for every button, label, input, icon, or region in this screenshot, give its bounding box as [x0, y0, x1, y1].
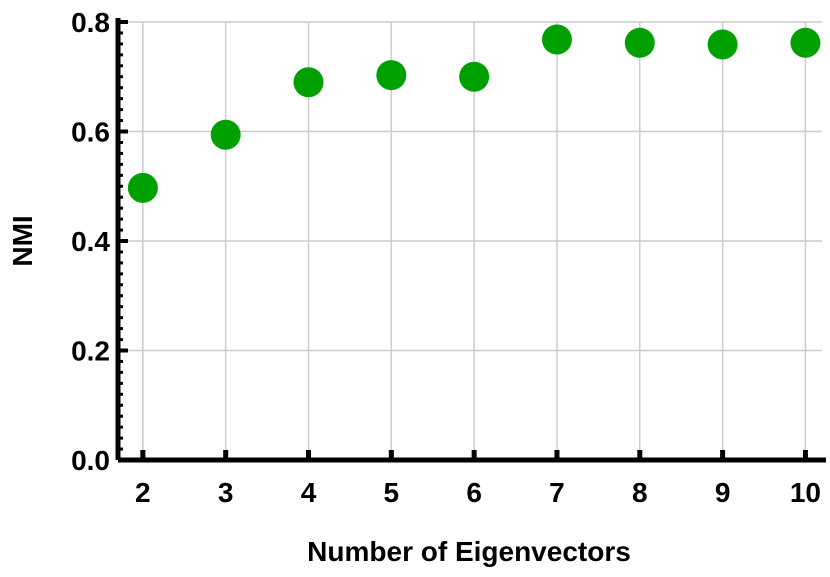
data-point [127, 172, 158, 203]
y-tick-label: 0.8 [71, 7, 110, 38]
y-tick-label: 0.0 [71, 445, 110, 476]
tick-labels: 2 3 4 5 6 7 8 9 10 0.0 0.2 0.4 0.6 0.8 [71, 7, 821, 508]
x-axis-title: Number of Eigenvectors [307, 536, 631, 567]
tick-marks [118, 20, 808, 462]
data-point [210, 119, 241, 150]
y-tick-label: 0.6 [71, 117, 110, 148]
data-point [707, 29, 738, 60]
data-point [293, 67, 324, 98]
x-tick-label: 10 [790, 477, 821, 508]
x-tick-label: 7 [549, 477, 565, 508]
data-point [459, 61, 490, 92]
y-tick-label: 0.4 [71, 226, 110, 257]
data-point [541, 24, 572, 55]
x-tick-label: 2 [135, 477, 151, 508]
x-tick-label: 9 [715, 477, 731, 508]
x-tick-label: 6 [466, 477, 482, 508]
data-point [790, 27, 821, 58]
data-point [624, 27, 655, 58]
x-tick-label: 4 [301, 477, 317, 508]
x-tick-label: 5 [384, 477, 400, 508]
x-tick-label: 3 [218, 477, 234, 508]
y-axis-title: NMI [7, 215, 38, 266]
x-tick-label: 8 [632, 477, 648, 508]
y-tick-label: 0.2 [71, 336, 110, 367]
data-point [376, 60, 407, 91]
data-points [127, 24, 821, 203]
